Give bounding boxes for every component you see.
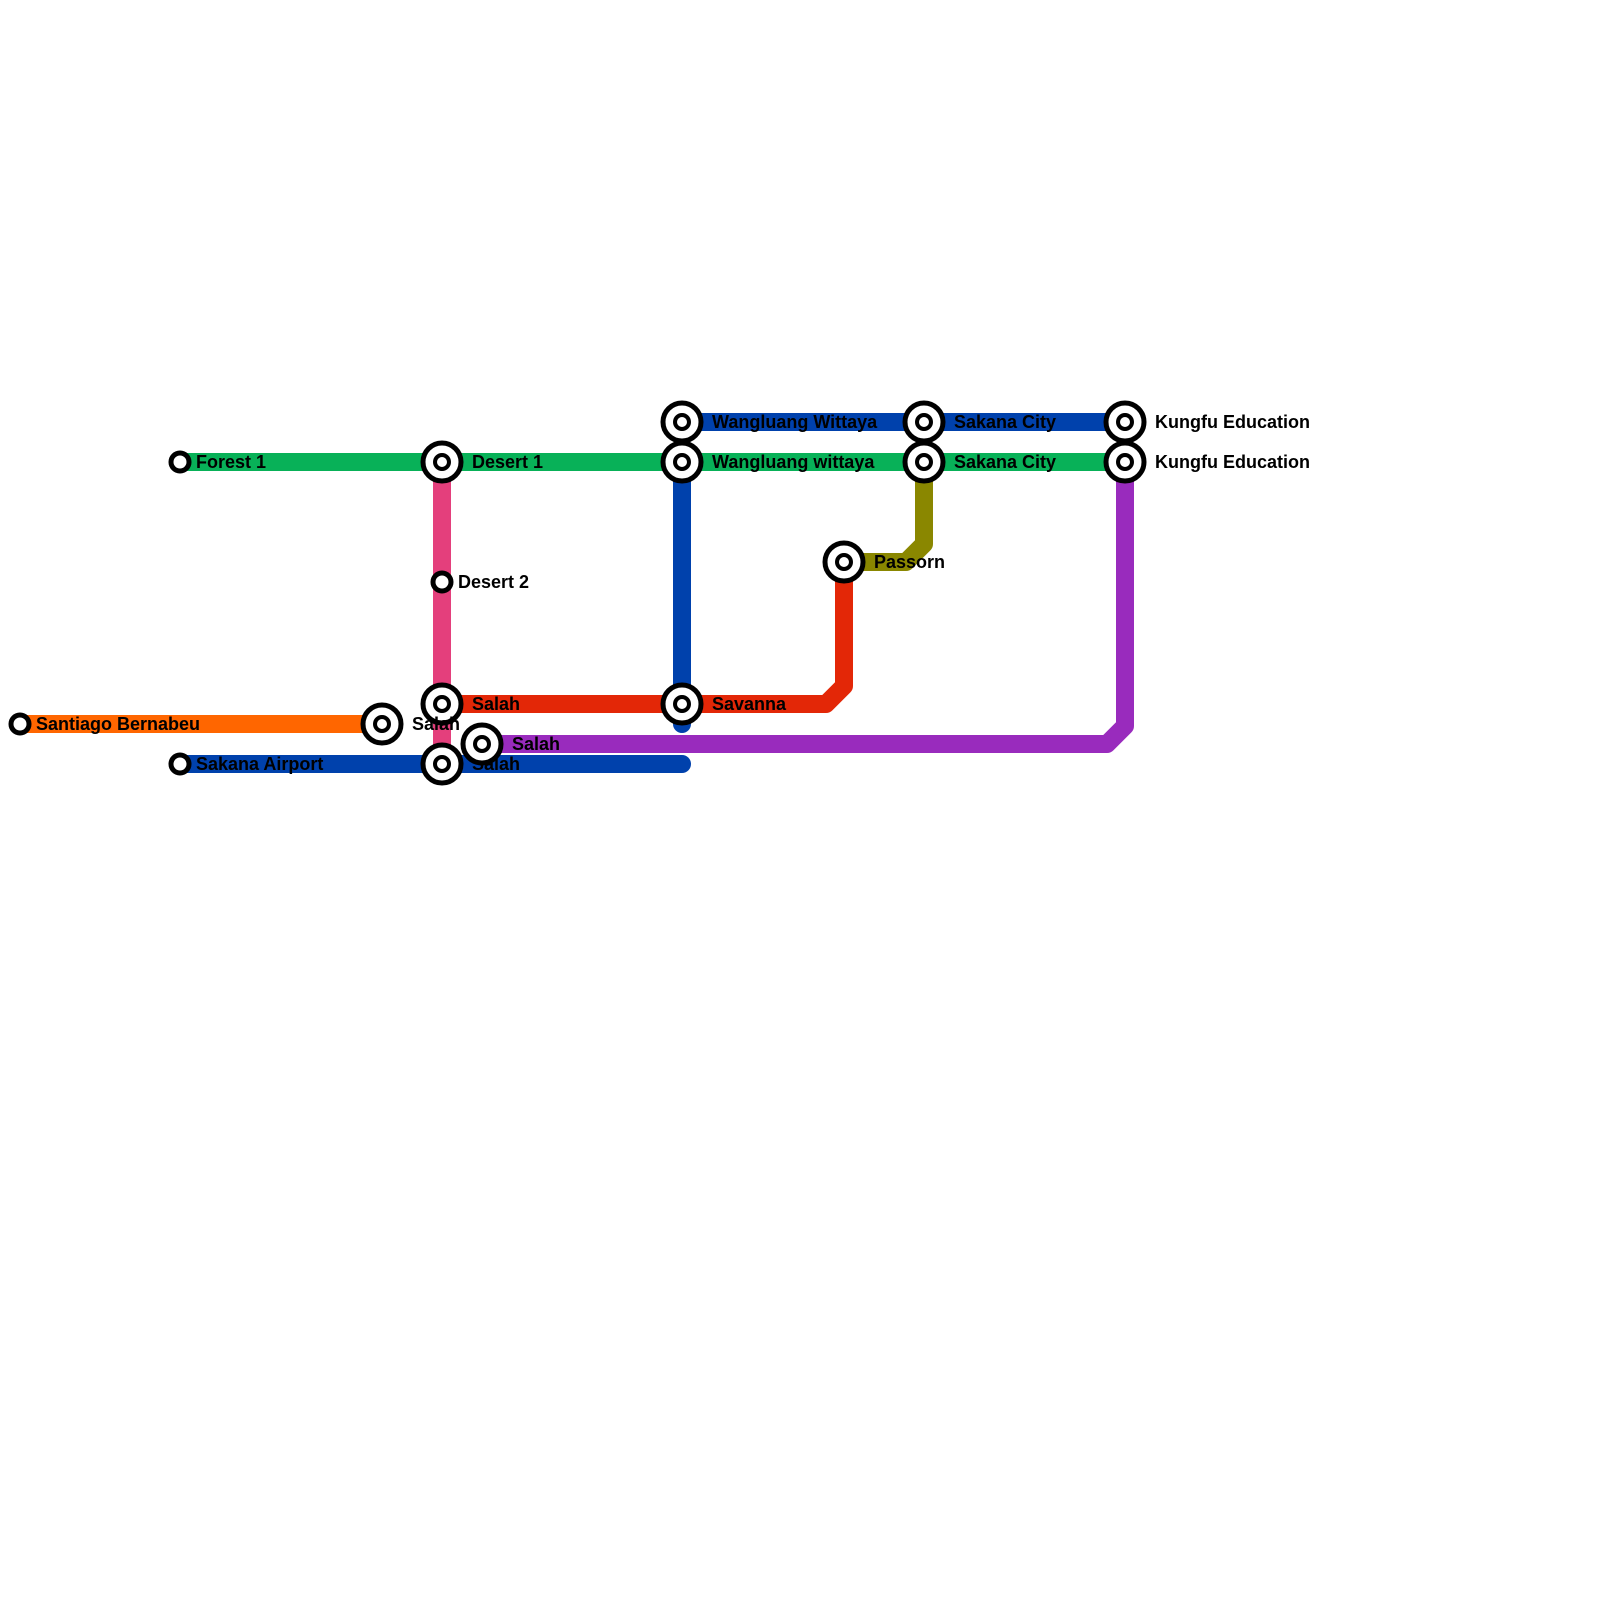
station-sakana-city-lower[interactable]: Sakana City (902, 440, 1056, 484)
station-forest-1[interactable]: Forest 1 (168, 450, 266, 474)
station-santiago-bernabeu[interactable]: Santiago Bernabeu (8, 712, 200, 736)
olive-line[interactable] (835, 453, 933, 571)
interchange-inner (835, 553, 853, 571)
interchange-inner (1116, 413, 1134, 431)
station-savanna[interactable]: Savanna (660, 682, 787, 726)
purple-line[interactable] (473, 453, 1134, 753)
station-sakana-airport[interactable]: Sakana Airport (168, 752, 323, 776)
interchange-inner (433, 453, 451, 471)
station-layer: Forest 1 Desert 2 Santiago Bernabeu Saka… (8, 400, 1310, 786)
interchange-inner (673, 695, 691, 713)
station-desert-2[interactable]: Desert 2 (430, 570, 529, 594)
interchange-inner (433, 755, 451, 773)
interchange-inner (915, 413, 933, 431)
station-passorn[interactable]: Passorn (822, 540, 945, 584)
station-label: Forest 1 (196, 452, 266, 472)
station-label: Sakana City (954, 412, 1056, 432)
station-label: Santiago Bernabeu (36, 714, 200, 734)
station-label: Desert 2 (458, 572, 529, 592)
station-label: Savanna (712, 694, 787, 714)
station-label: Wangluang Wittaya (712, 412, 878, 432)
station-wangluang-wittaya-lower[interactable]: Wangluang wittaya (660, 440, 875, 484)
station-salah-orange[interactable]: Salah (360, 702, 460, 746)
station-label: Wangluang wittaya (712, 452, 875, 472)
interchange-inner (1116, 453, 1134, 471)
interchange-inner (915, 453, 933, 471)
station-marker (430, 570, 454, 594)
station-salah-purple[interactable]: Salah (460, 722, 560, 766)
station-sakana-city-upper[interactable]: Sakana City (902, 400, 1056, 444)
station-label: Sakana City (954, 452, 1056, 472)
station-label: Sakana Airport (196, 754, 323, 774)
interchange-inner (373, 715, 391, 733)
interchange-inner (473, 735, 491, 753)
red-line[interactable] (433, 553, 853, 713)
station-salah-red[interactable]: Salah (420, 682, 520, 726)
station-label: Passorn (874, 552, 945, 572)
station-label: Kungfu Education (1155, 452, 1310, 472)
station-label: Salah (512, 734, 560, 754)
interchange-inner (673, 413, 691, 431)
station-kungfu-education-lower[interactable]: Kungfu Education (1103, 440, 1310, 484)
interchange-inner (673, 453, 691, 471)
station-wangluang-wittaya-upper[interactable]: Wangluang Wittaya (660, 400, 878, 444)
interchange-inner (433, 695, 451, 713)
station-marker (168, 752, 192, 776)
station-marker (8, 712, 32, 736)
station-kungfu-education-upper[interactable]: Kungfu Education (1103, 400, 1310, 444)
station-label: Kungfu Education (1155, 412, 1310, 432)
station-marker (168, 450, 192, 474)
station-label: Salah (472, 694, 520, 714)
station-label: Desert 1 (472, 452, 543, 472)
line-layer (11, 413, 1134, 773)
station-desert-1[interactable]: Desert 1 (420, 440, 543, 484)
station-label: Salah (412, 714, 460, 734)
